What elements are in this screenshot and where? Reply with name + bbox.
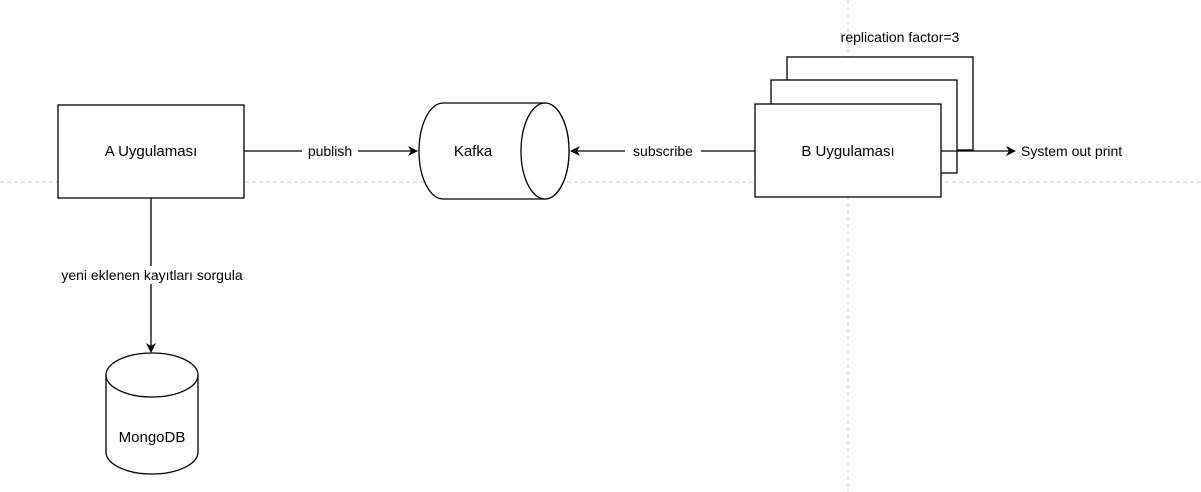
subscribe-edge[interactable]: subscribe [570,142,755,160]
system-out-edge[interactable]: System out print [941,143,1122,159]
subscribe-label: subscribe [633,143,693,159]
kafka-label: Kafka [454,143,493,160]
query-edge[interactable]: yeni eklenen kayıtları sorgula [38,198,266,353]
b-app-replica-1 [754,103,942,198]
system-out-label: System out print [1021,143,1122,159]
query-label: yeni eklenen kayıtları sorgula [61,267,243,283]
mongodb-label: MongoDB [119,429,186,446]
a-app-label: A Uygulaması [105,143,198,160]
b-app-label: B Uygulaması [801,143,894,160]
publish-label: publish [308,143,352,159]
mongodb-node[interactable]: MongoDB [105,352,199,475]
a-app-node[interactable]: A Uygulaması [57,104,245,199]
replication-factor-label: replication factor=3 [841,29,960,45]
publish-edge[interactable]: publish [244,142,418,160]
kafka-node[interactable]: Kafka [418,102,570,200]
b-app-node[interactable]: B Uygulaması [754,56,974,198]
